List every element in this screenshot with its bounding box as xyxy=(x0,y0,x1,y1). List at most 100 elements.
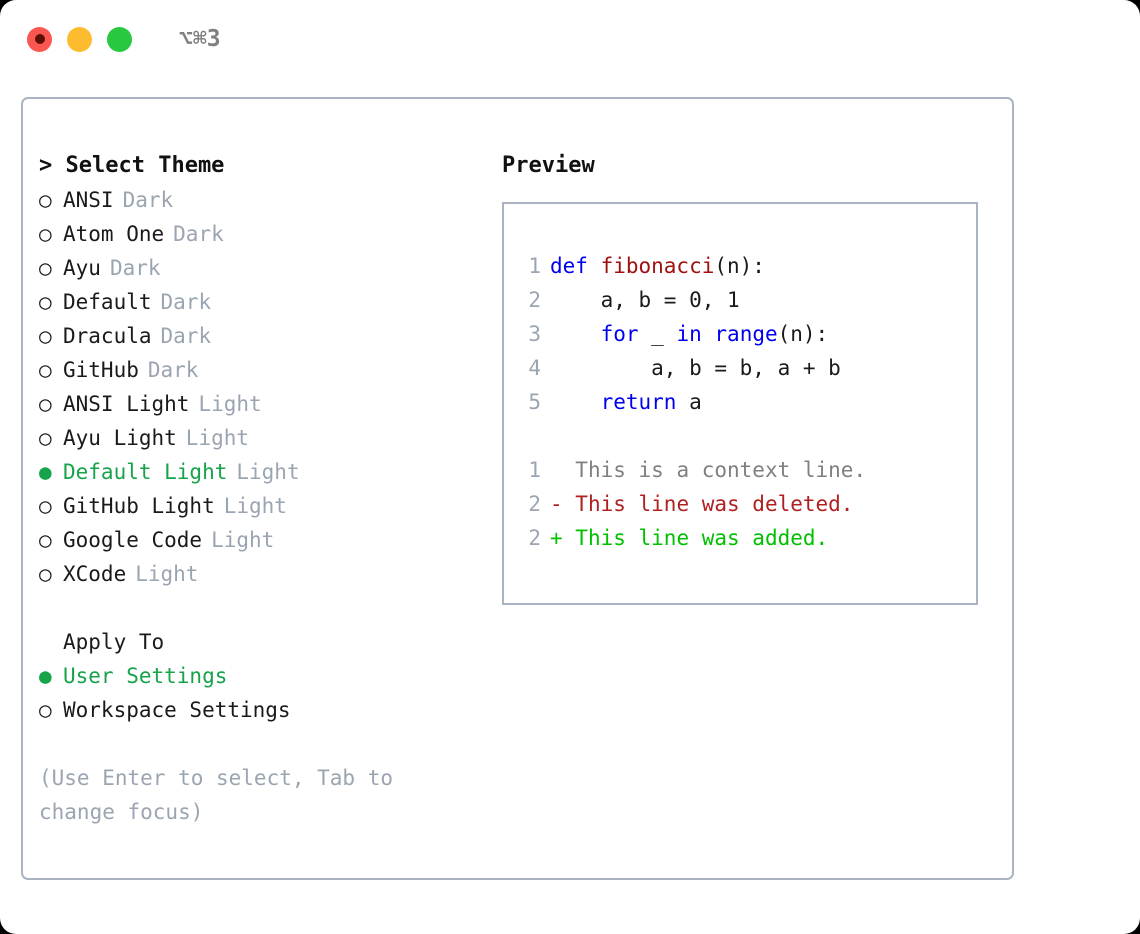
code-token: def xyxy=(550,254,601,278)
theme-variant-badge: Light xyxy=(185,426,250,450)
diff-marker: + xyxy=(550,526,576,550)
radio-unselected-icon: ○ xyxy=(39,358,52,382)
code-token: a xyxy=(676,390,702,414)
diff-line-add: 2+ This line was added. xyxy=(516,521,970,555)
close-button-icon[interactable] xyxy=(27,26,52,52)
theme-option-label: Ayu Light xyxy=(63,426,177,450)
line-number: 1 xyxy=(528,458,541,482)
theme-option-dracula[interactable]: ○ Dracula Dark xyxy=(39,319,479,353)
radio-selected-icon: ● xyxy=(39,664,52,688)
diff-line-text: This line was deleted. xyxy=(575,492,854,516)
code-line-text: a, b = b, a + b xyxy=(550,351,841,385)
theme-variant-badge: Dark xyxy=(160,290,212,314)
maximize-button-icon[interactable] xyxy=(107,26,132,52)
apply-to-option-user-settings[interactable]: ● User Settings xyxy=(39,659,479,693)
code-token: (n): xyxy=(777,322,829,346)
line-number: 2 xyxy=(528,492,541,516)
apply-to-option-workspace-settings[interactable]: ○ Workspace Settings xyxy=(39,693,479,727)
line-number: 4 xyxy=(528,356,541,380)
radio-unselected-icon: ○ xyxy=(39,494,52,518)
theme-variant-badge: Dark xyxy=(160,324,212,348)
code-line-text: a, b = 0, 1 xyxy=(550,283,740,317)
code-token: return xyxy=(600,390,677,414)
radio-unselected-icon: ○ xyxy=(39,562,52,586)
theme-variant-badge: Light xyxy=(135,562,199,586)
theme-option-default[interactable]: ○ Default Dark xyxy=(39,285,479,319)
theme-option-label: ANSI xyxy=(63,188,114,212)
line-number: 3 xyxy=(528,322,541,346)
code-token: fibonacci xyxy=(600,254,715,278)
theme-option-label: GitHub Light xyxy=(63,494,215,518)
theme-variant-badge: Light xyxy=(198,392,262,416)
diff-marker xyxy=(550,453,575,487)
radio-selected-icon: ● xyxy=(39,460,52,484)
theme-variant-badge: Light xyxy=(211,528,275,552)
radio-unselected-icon: ○ xyxy=(39,528,52,552)
theme-variant-badge: Dark xyxy=(147,358,199,382)
code-line: 3 for _ in range(n): xyxy=(516,317,970,351)
theme-option-github[interactable]: ○ GitHub Dark xyxy=(39,353,479,387)
theme-option-label: GitHub xyxy=(63,358,139,382)
apply-to-option-label: Workspace Settings xyxy=(63,698,291,722)
code-token: range xyxy=(714,322,778,346)
radio-unselected-icon: ○ xyxy=(39,324,52,348)
theme-option-google-code[interactable]: ○ Google Code Light xyxy=(39,523,479,557)
code-diff-spacer xyxy=(516,419,970,453)
traffic-light-buttons xyxy=(27,26,132,52)
radio-unselected-icon: ○ xyxy=(39,290,52,314)
theme-variant-badge: Light xyxy=(236,460,300,484)
code-token: a, b = 0, 1 xyxy=(550,288,740,312)
diff-line-del: 2- This line was deleted. xyxy=(516,487,970,521)
code-token xyxy=(702,322,715,346)
theme-option-default-light[interactable]: ● Default Light Light xyxy=(39,455,479,489)
apply-to-heading: Apply To xyxy=(63,630,165,654)
code-line-text: def fibonacci(n): xyxy=(550,249,765,283)
theme-option-label: XCode xyxy=(63,562,127,586)
diff-line-text: This is a context line. xyxy=(575,458,867,482)
theme-option-xcode[interactable]: ○ XCode Light xyxy=(39,557,479,591)
line-number: 2 xyxy=(528,288,541,312)
code-token xyxy=(550,322,601,346)
diff-sample: 1 This is a context line. 2- This line wa… xyxy=(516,453,970,555)
apply-to-option-label: User Settings xyxy=(63,664,228,688)
code-token: in xyxy=(676,322,702,346)
code-line-text: for _ in range(n): xyxy=(550,317,829,351)
theme-option-label: Default xyxy=(63,290,152,314)
theme-variant-badge: Dark xyxy=(109,256,161,280)
code-token: a, b = b, a + b xyxy=(550,356,841,380)
radio-unselected-icon: ○ xyxy=(39,698,52,722)
theme-option-github-light[interactable]: ○ GitHub Light Light xyxy=(39,489,479,523)
theme-variant-badge: Dark xyxy=(122,188,174,212)
minimize-button-icon[interactable] xyxy=(67,26,92,52)
theme-option-label: Google Code xyxy=(63,528,203,552)
code-token: _ xyxy=(638,322,677,346)
theme-option-label: Dracula xyxy=(63,324,152,348)
window-titlebar: ⌥⌘3 xyxy=(0,0,1140,78)
theme-option-label: Atom One xyxy=(63,222,165,246)
code-line: 2 a, b = 0, 1 xyxy=(516,283,970,317)
theme-option-label: Default Light xyxy=(63,460,228,484)
line-number: 2 xyxy=(528,526,541,550)
line-number: 5 xyxy=(528,390,541,414)
apply-to-option-list[interactable]: ● User Settings ○ Workspace Settings xyxy=(39,659,479,727)
close-button-dot xyxy=(34,34,45,44)
code-line: 4 a, b = b, a + b xyxy=(516,351,970,385)
code-token: for xyxy=(600,322,639,346)
code-token xyxy=(550,390,601,414)
theme-variant-badge: Light xyxy=(223,494,287,518)
code-line-text: return a xyxy=(550,385,702,419)
theme-variant-badge: Dark xyxy=(173,222,224,246)
radio-unselected-icon: ○ xyxy=(39,392,52,416)
